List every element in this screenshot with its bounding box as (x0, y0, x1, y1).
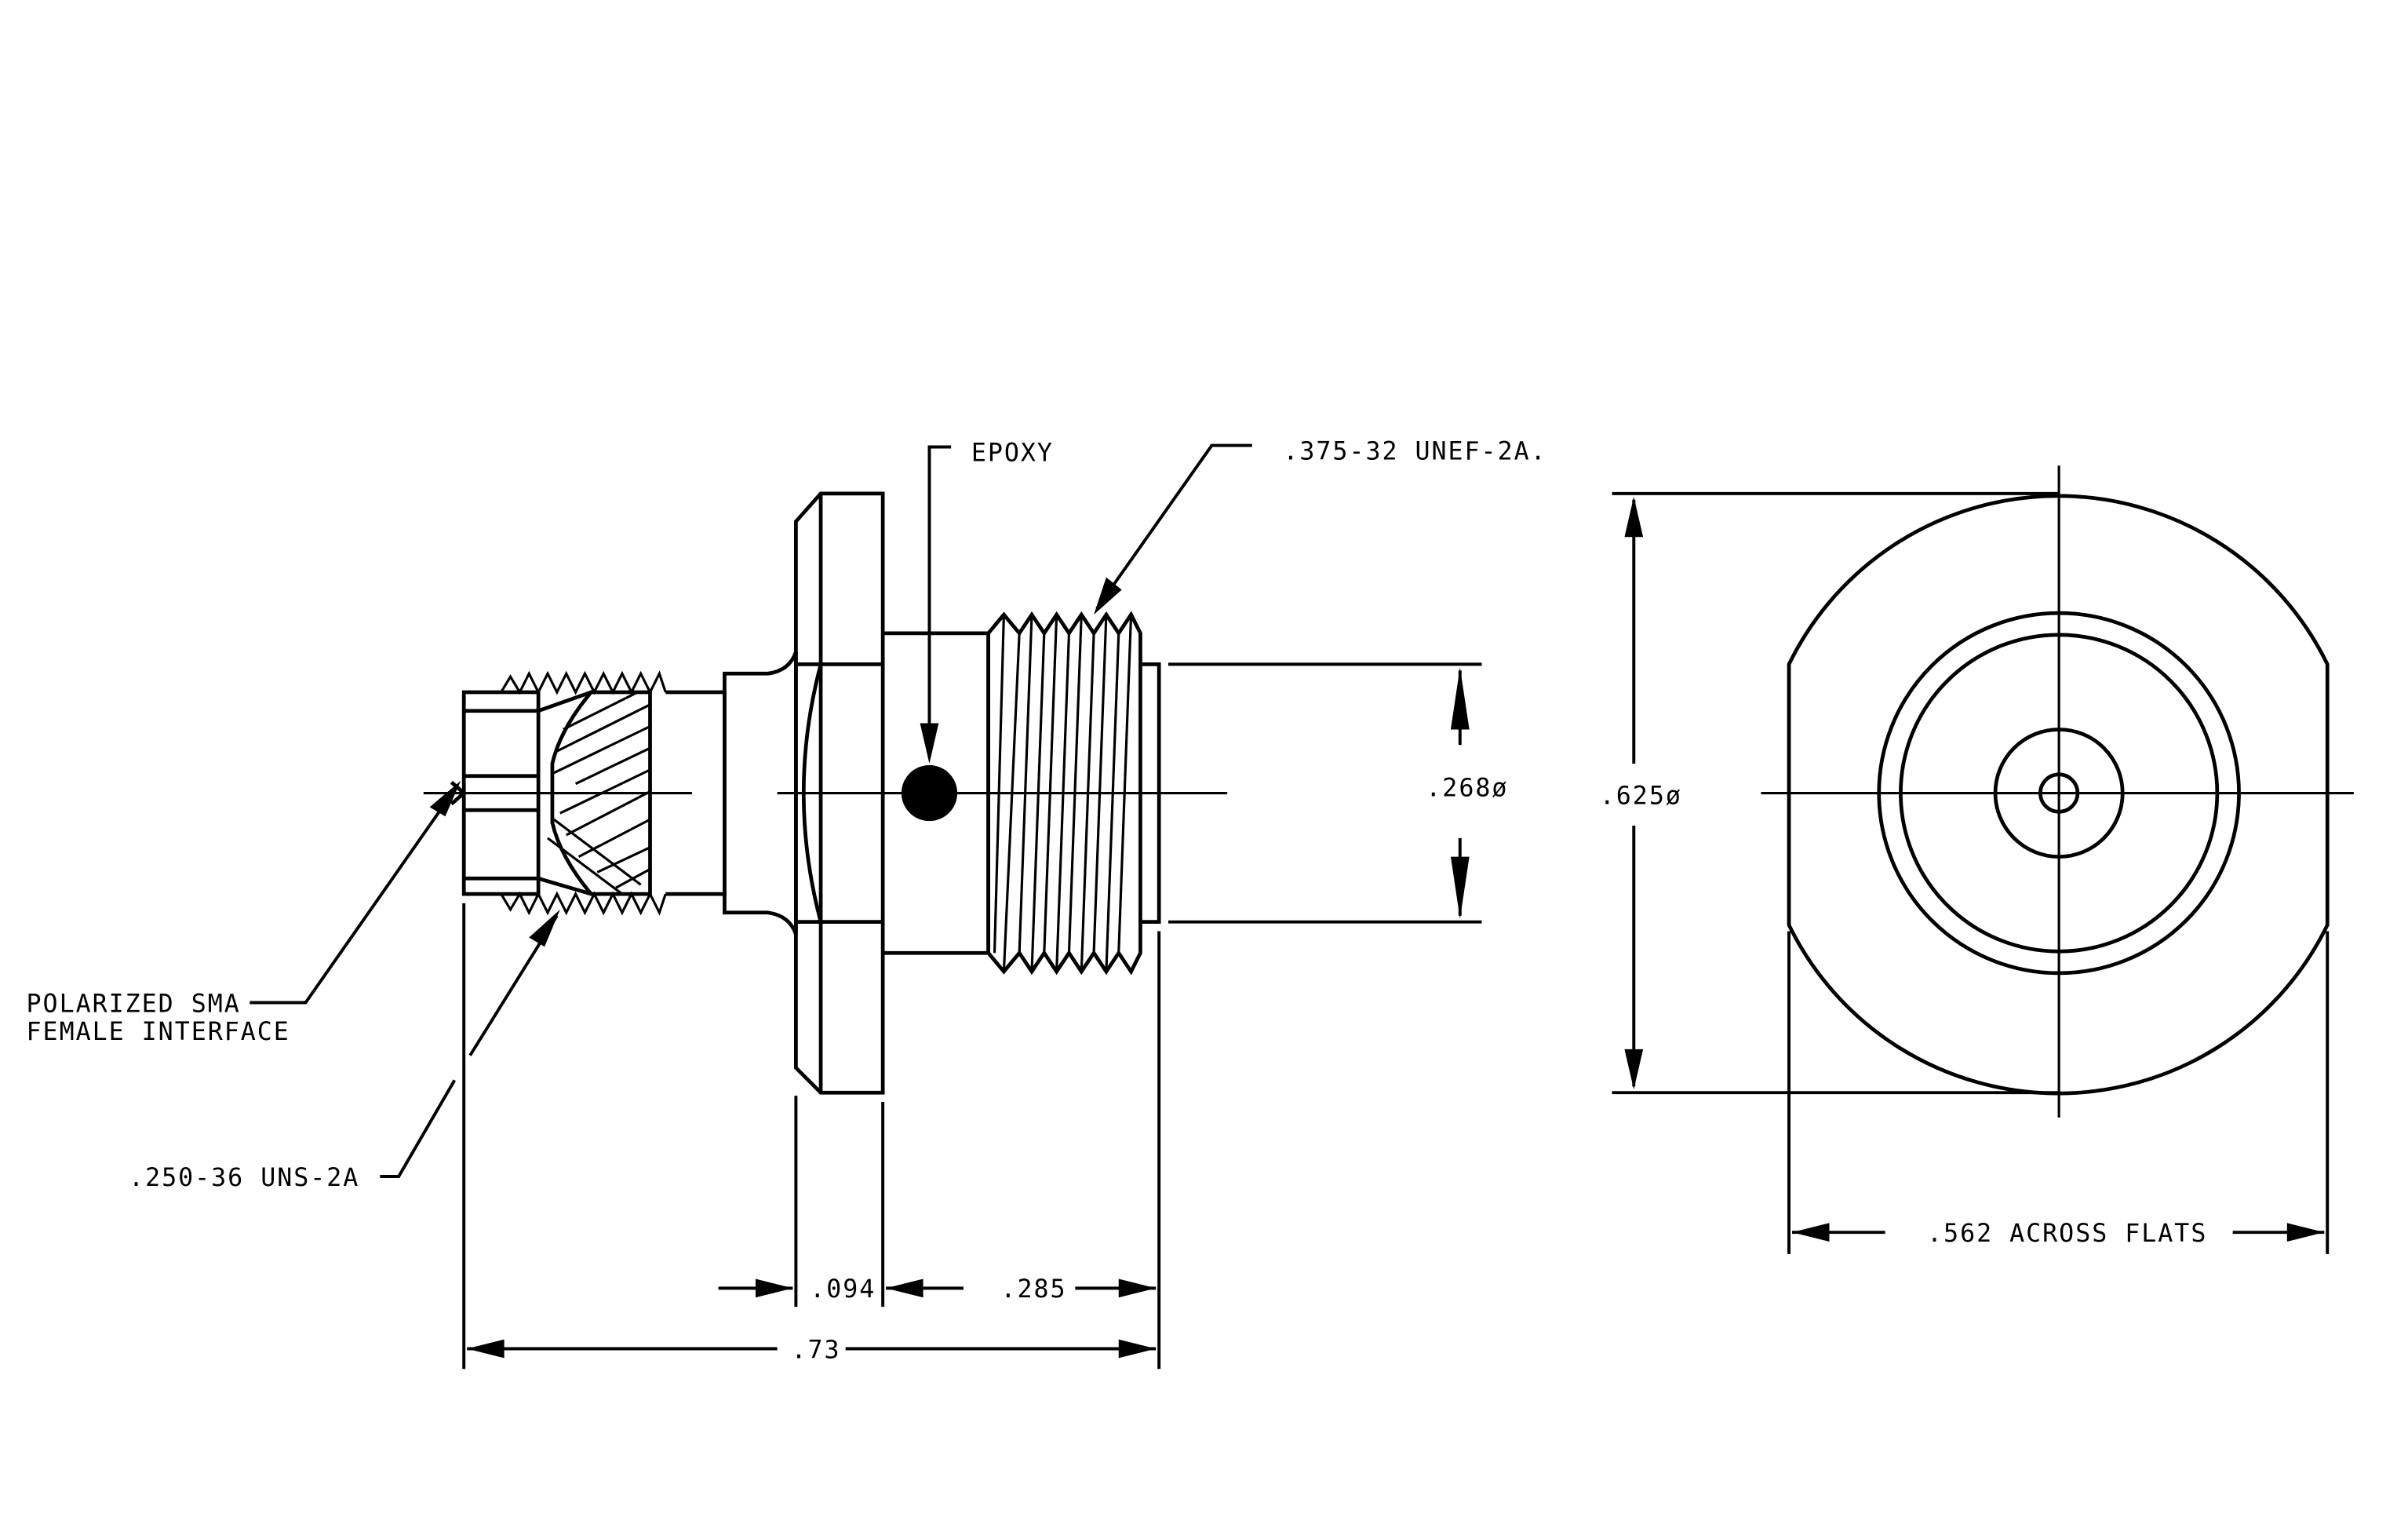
small-thread-hatch (547, 691, 651, 895)
center-pin-circle (2038, 772, 2080, 814)
hex-outline (1787, 494, 2330, 1096)
small-thread-top (500, 670, 667, 695)
dim-pin-diameter-label: .268ø (1426, 774, 1508, 802)
interface-label-line2: FEMALE INTERFACE (27, 1018, 290, 1046)
dielectric-circle (1993, 728, 2125, 859)
dim-outer-diameter-label: .625ø (1600, 782, 1682, 810)
small-thread-label: .250-36 UNS-2A (129, 1164, 359, 1192)
main-thread-label: .375-32 UNEF-2A. (1283, 437, 1546, 465)
hex-flange (794, 491, 885, 1095)
main-thread (986, 611, 1142, 976)
epoxy-dot (901, 764, 958, 822)
front-dimensions (1612, 491, 2330, 1254)
epoxy-label: EPOXY (971, 439, 1054, 467)
interface-label-line1: POLARIZED SMA (27, 990, 241, 1018)
side-dimensions (250, 443, 1482, 1370)
dim-flange-label: .094 (810, 1275, 876, 1304)
small-thread-bottom (500, 891, 667, 916)
side-view (423, 491, 1228, 1095)
dim-across-flats-label: .562 ACROSS FLATS (1927, 1220, 2207, 1248)
front-view (1761, 465, 2354, 1118)
thread-major-circle (1877, 611, 2241, 976)
dim-total-length-label: .73 (791, 1336, 840, 1364)
dim-thread-length-label: .285 (1000, 1275, 1066, 1304)
thread-minor-circle (1899, 633, 2220, 954)
pin-end (1140, 662, 1161, 925)
